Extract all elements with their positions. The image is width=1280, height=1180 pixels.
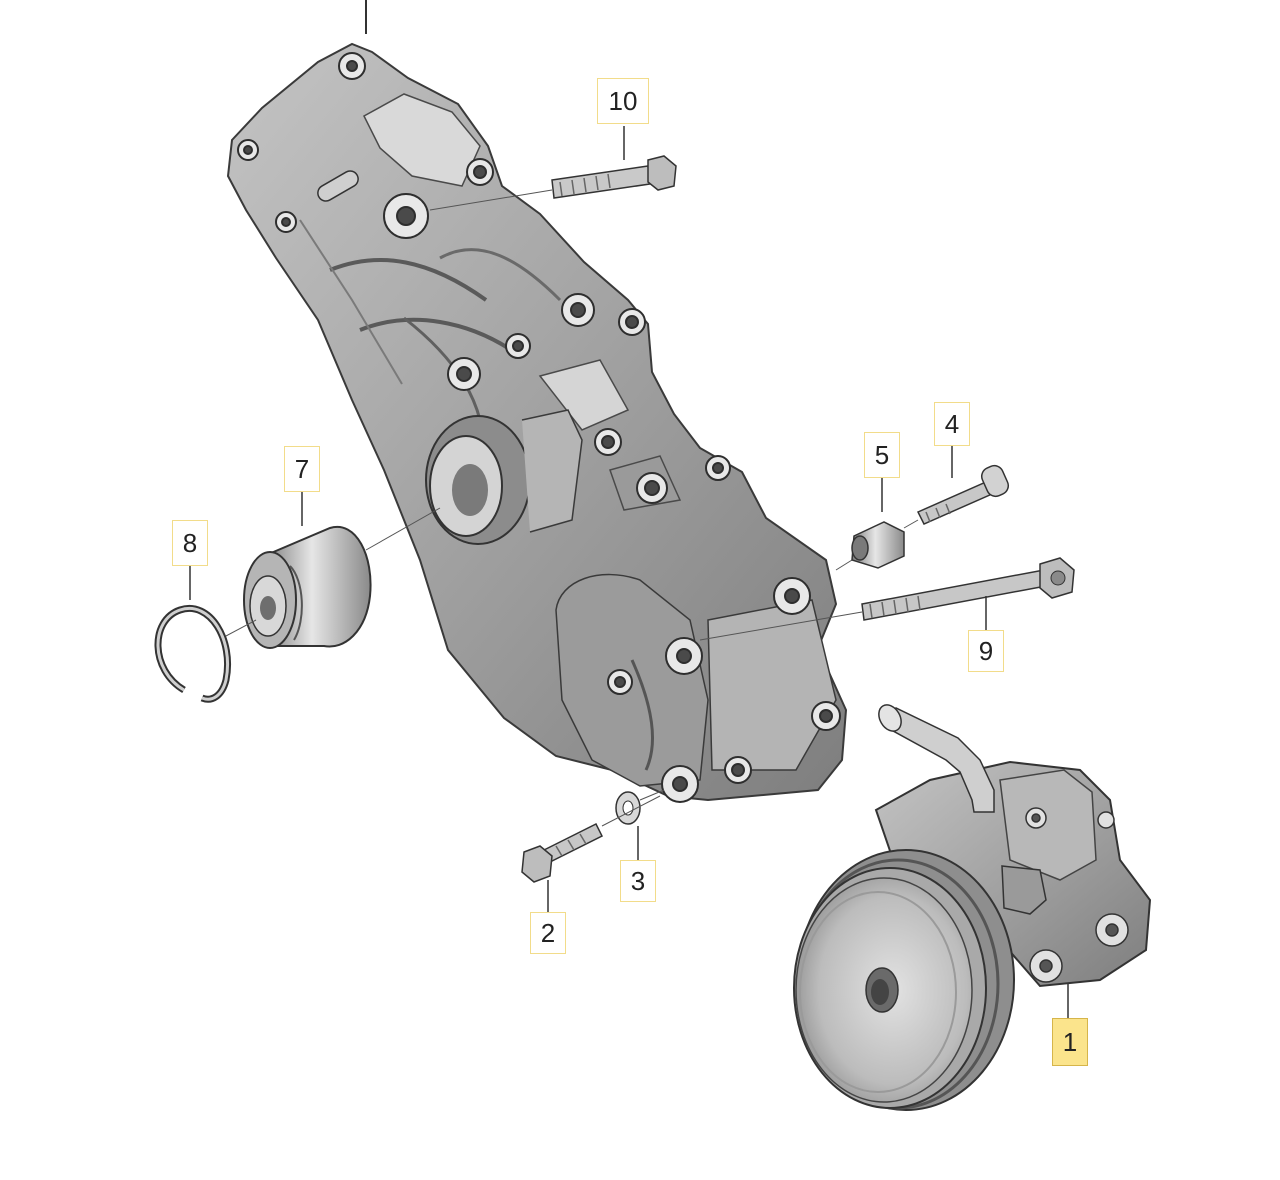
callout-2[interactable]: 2 — [530, 912, 566, 954]
callout-5[interactable]: 5 — [864, 432, 900, 478]
callout-9[interactable]: 9 — [968, 630, 1004, 672]
part-5-sleeve — [835, 521, 905, 571]
callout-8[interactable]: 8 — [172, 520, 208, 566]
part-10-bolt — [429, 155, 677, 211]
callout-4[interactable]: 4 — [934, 402, 970, 446]
part-7-bushing — [243, 507, 441, 649]
callout-leader-lines — [189, 126, 1069, 1018]
callout-7[interactable]: 7 — [284, 446, 320, 492]
callout-3[interactable]: 3 — [620, 860, 656, 902]
part-9-bolt — [699, 557, 1075, 641]
part-4-bolt — [903, 464, 1010, 529]
part-3-washer — [615, 789, 665, 825]
callout-10[interactable]: 10 — [597, 78, 649, 124]
bracket-mounting-holes — [237, 52, 841, 803]
part-2-bolt — [521, 795, 661, 883]
callout-1[interactable]: 1 — [1052, 1018, 1088, 1066]
part-1-pump — [793, 704, 1152, 1111]
bracket-body — [226, 42, 848, 802]
part-8-circlip — [154, 604, 257, 703]
